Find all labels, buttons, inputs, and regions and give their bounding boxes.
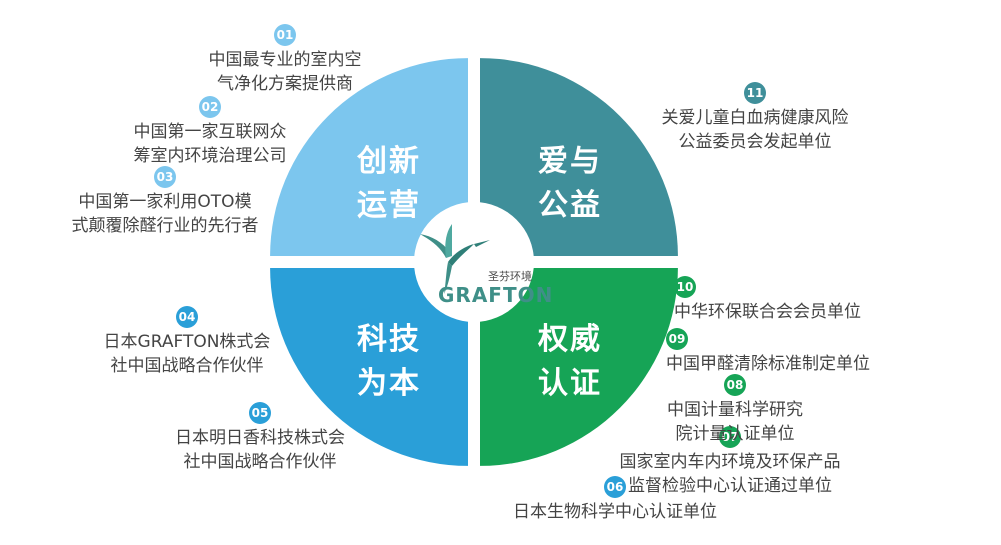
item-text: 日本生物科学中心认证单位 (513, 502, 717, 522)
center-logo: 圣芬环境 GRAFTON (438, 270, 568, 307)
item-03: 03 中国第一家利用OTO模 式颠覆除醛行业的先行者 (40, 164, 290, 238)
item-02: 02 中国第一家互联网众 筹室内环境治理公司 (100, 94, 320, 168)
quadrant-innovation-line2: 运营 (357, 188, 421, 223)
item-text: 日本明日香科技株式会 社中国战略合作伙伴 (175, 428, 345, 472)
item-text: 关爱儿童白血病健康风险 公益委员会发起单位 (661, 108, 849, 152)
item-number-badge: 06 (604, 476, 626, 498)
item-number-badge: 04 (176, 306, 198, 328)
hummingbird-icon (420, 224, 490, 294)
quadrant-tech-line2: 为本 (357, 366, 421, 401)
quadrant-innovation-label: 创新 运营 (334, 140, 444, 228)
quadrant-charity-line1: 爱与 (538, 144, 602, 179)
quadrant-authority-label: 权威 认证 (515, 318, 625, 406)
item-number-badge: 02 (199, 96, 221, 118)
quadrant-tech (270, 268, 468, 466)
item-08: 08 中国计量科学研究 院计量认证单位 (620, 372, 850, 446)
item-06: 06 日本生物科学中心认证单位 (470, 474, 760, 524)
item-05: 05 日本明日香科技株式会 社中国战略合作伙伴 (140, 400, 380, 474)
item-number-badge: 10 (674, 276, 696, 298)
item-text: 中国甲醛清除标准制定单位 (666, 354, 870, 374)
item-number-badge: 07 (719, 426, 741, 448)
item-number-badge: 11 (744, 82, 766, 104)
item-text: 中华环保联合会会员单位 (674, 302, 861, 322)
item-text: 中国最专业的室内空 气净化方案提供商 (208, 50, 362, 94)
item-text: 中国第一家利用OTO模 式颠覆除醛行业的先行者 (71, 192, 259, 236)
center-logo-disc (414, 202, 534, 322)
quadrant-authority-line1: 权威 (538, 322, 602, 357)
item-10: 10 中华环保联合会会员单位 (674, 274, 974, 324)
logo-english-name: GRAFTON (438, 283, 554, 307)
item-number-badge: 05 (249, 402, 271, 424)
logo-chinese-name: 圣芬环境 (488, 270, 532, 283)
item-number-badge: 01 (274, 24, 296, 46)
item-text: 国家室内车内环境及环保产品 监督检验中心认证通过单位 (619, 452, 841, 496)
quadrant-tech-label: 科技 为本 (334, 318, 444, 406)
quadrant-authority (480, 268, 678, 466)
quadrant-authority-line2: 认证 (538, 366, 602, 401)
item-number-badge: 03 (154, 166, 176, 188)
quadrant-tech-line1: 科技 (357, 322, 421, 357)
item-07: 07 国家室内车内环境及环保产品 监督检验中心认证通过单位 (580, 424, 880, 498)
quadrant-charity-label: 爱与 公益 (515, 140, 625, 228)
item-number-badge: 08 (724, 374, 746, 396)
item-09: 09 中国甲醛清除标准制定单位 (666, 326, 966, 376)
quadrant-charity (480, 58, 678, 257)
item-text: 中国第一家互联网众 筹室内环境治理公司 (133, 122, 287, 166)
quadrant-charity-line2: 公益 (538, 188, 602, 223)
item-11: 11 关爱儿童白血病健康风险 公益委员会发起单位 (630, 80, 880, 154)
quadrant-innovation-line1: 创新 (357, 144, 421, 179)
item-04: 04 日本GRAFTON株式会 社中国战略合作伙伴 (72, 304, 302, 378)
item-01: 01 中国最专业的室内空 气净化方案提供商 (175, 22, 395, 96)
quadrant-innovation (270, 58, 468, 257)
item-text: 中国计量科学研究 院计量认证单位 (667, 400, 803, 444)
item-number-badge: 09 (666, 328, 688, 350)
item-text: 日本GRAFTON株式会 社中国战略合作伙伴 (103, 332, 271, 376)
